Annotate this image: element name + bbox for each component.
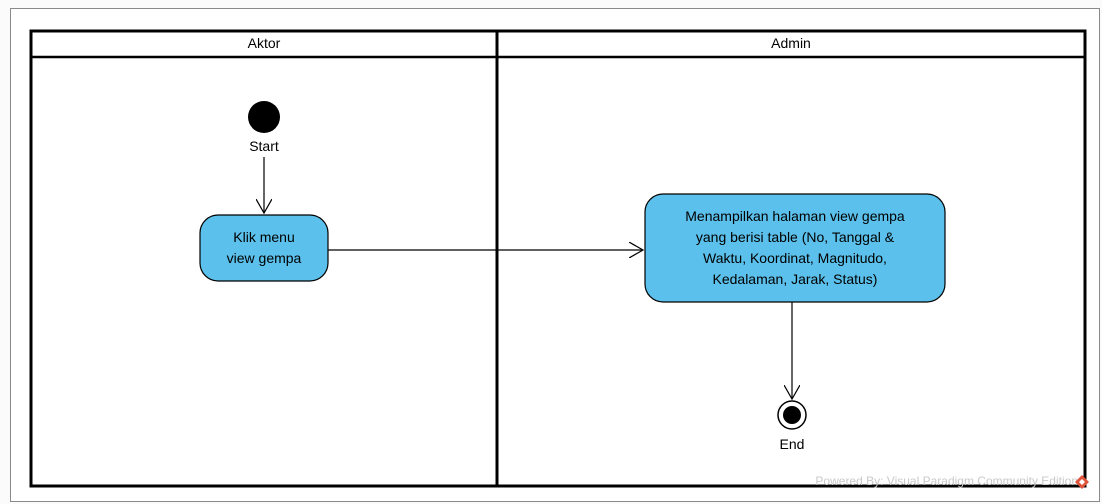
start-label: Start xyxy=(234,138,294,154)
action-tampilkan-text: Menampilkan halaman view gempa yang beri… xyxy=(645,194,945,302)
start-label-text: Start xyxy=(249,138,279,154)
tampilkan-line-4: Kedalaman, Jarak, Status) xyxy=(712,271,878,287)
action-klik-menu xyxy=(199,214,329,282)
lane-title-admin: Admin xyxy=(771,35,811,51)
lane-header-admin: Admin xyxy=(497,31,1085,55)
end-label-text: End xyxy=(779,436,805,452)
klik-line-2: view gempa xyxy=(226,250,302,266)
end-label: End xyxy=(762,436,822,452)
end-node-inner xyxy=(783,406,801,424)
action-klik-menu-text: Klik menu view gempa xyxy=(200,215,328,281)
lane-title-aktor: Aktor xyxy=(247,35,281,51)
tampilkan-line-3: Waktu, Koordinat, Magnitudo, xyxy=(703,250,887,266)
action-tampilkan xyxy=(644,193,946,303)
swimlane-border xyxy=(29,29,1087,488)
start-node xyxy=(248,101,280,133)
lane-header-aktor: Aktor xyxy=(31,31,497,55)
powered-by-text: Powered By: Visual Paradigm Community Ed… xyxy=(815,474,1078,488)
klik-line-1: Klik menu xyxy=(233,229,295,245)
tampilkan-line-2: yang berisi table (No, Tanggal & xyxy=(695,229,895,245)
tampilkan-line-1: Menampilkan halaman view gempa xyxy=(685,208,905,224)
visual-paradigm-logo-icon xyxy=(1075,475,1089,489)
